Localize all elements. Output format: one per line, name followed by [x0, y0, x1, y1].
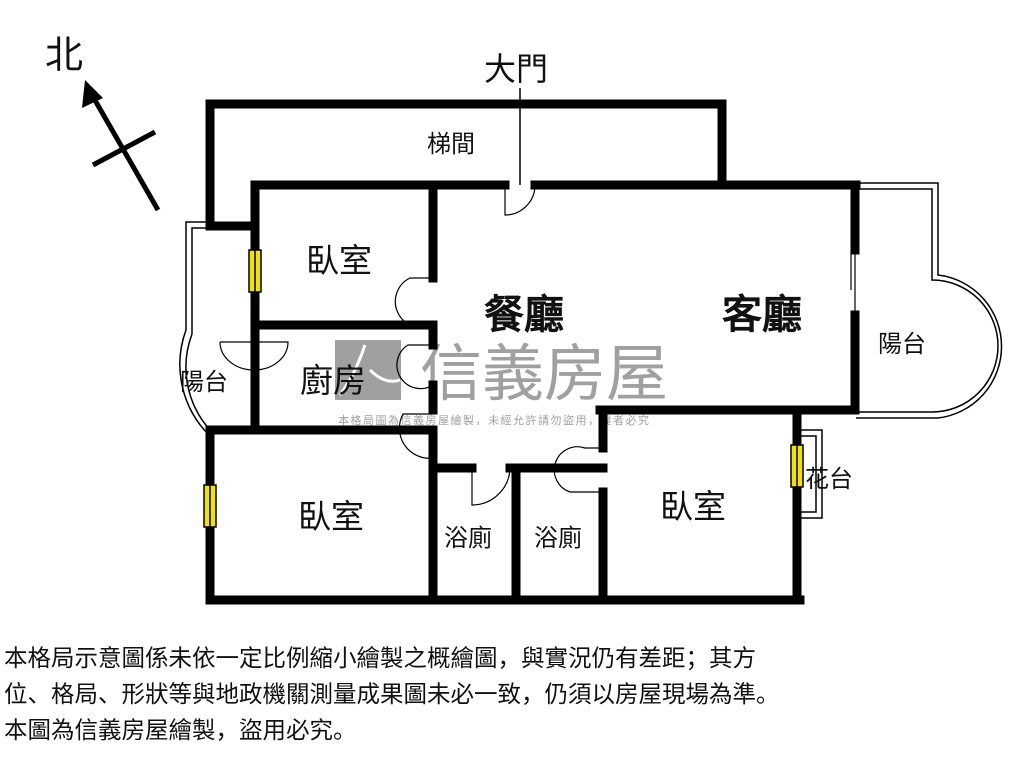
room-stairs: 梯間	[427, 130, 475, 158]
sliding-door-icon	[850, 250, 856, 315]
door-icon	[553, 446, 603, 493]
watermark: 信義房屋 本格局圖為信義房屋繪製，未經允許請勿盜用，違者必究	[335, 337, 668, 427]
window-icons	[203, 249, 804, 528]
door-icon	[394, 277, 434, 329]
door-icon	[396, 344, 434, 390]
room-balcony-right: 陽台	[878, 330, 926, 358]
door-icon	[398, 413, 434, 459]
room-dining: 餐廳	[484, 292, 564, 338]
room-bath-2: 浴廁	[534, 524, 582, 552]
room-bedroom-1: 臥室	[306, 241, 372, 280]
door-icon	[504, 184, 536, 216]
watermark-brand: 信義房屋	[420, 337, 668, 410]
disclaimer: 本格局示意圖係未依一定比例縮小繪製之概繪圖，與實況仍有差距；其方 位、格局、形狀…	[4, 640, 1024, 748]
room-balcony-left: 陽台	[180, 368, 228, 396]
room-planter: 花台	[805, 465, 853, 493]
watermark-logo	[335, 340, 401, 400]
disclaimer-line: 位、格局、形狀等與地政機關測量成果圖未必一致，仍須以房屋現場為準。	[4, 680, 780, 708]
watermark-notice: 本格局圖為信義房屋繪製，未經允許請勿盜用，違者必究	[338, 413, 651, 427]
room-bedroom-2: 臥室	[298, 497, 364, 536]
room-living: 客廳	[722, 292, 802, 338]
floor-plan: 信義房屋 本格局圖為信義房屋繪製，未經允許請勿盜用，違者必究 北	[45, 33, 1003, 605]
door-icon	[219, 341, 289, 371]
room-bedroom-3: 臥室	[660, 487, 726, 526]
entrance-label: 大門	[484, 50, 548, 88]
disclaimer-line: 本圖為信義房屋繪製，盜用必究。	[4, 716, 357, 744]
compass-label: 北	[45, 33, 83, 77]
walls	[205, 99, 861, 605]
north-arrow-icon	[82, 80, 161, 212]
room-kitchen: 廚房	[300, 361, 366, 400]
door-icon	[471, 467, 511, 506]
balcony-outlines	[179, 182, 1003, 519]
room-bath-1: 浴廁	[444, 524, 492, 552]
disclaimer-line: 本格局示意圖係未依一定比例縮小繪製之概繪圖，與實況仍有差距；其方	[4, 644, 756, 672]
door-icons	[219, 88, 856, 506]
